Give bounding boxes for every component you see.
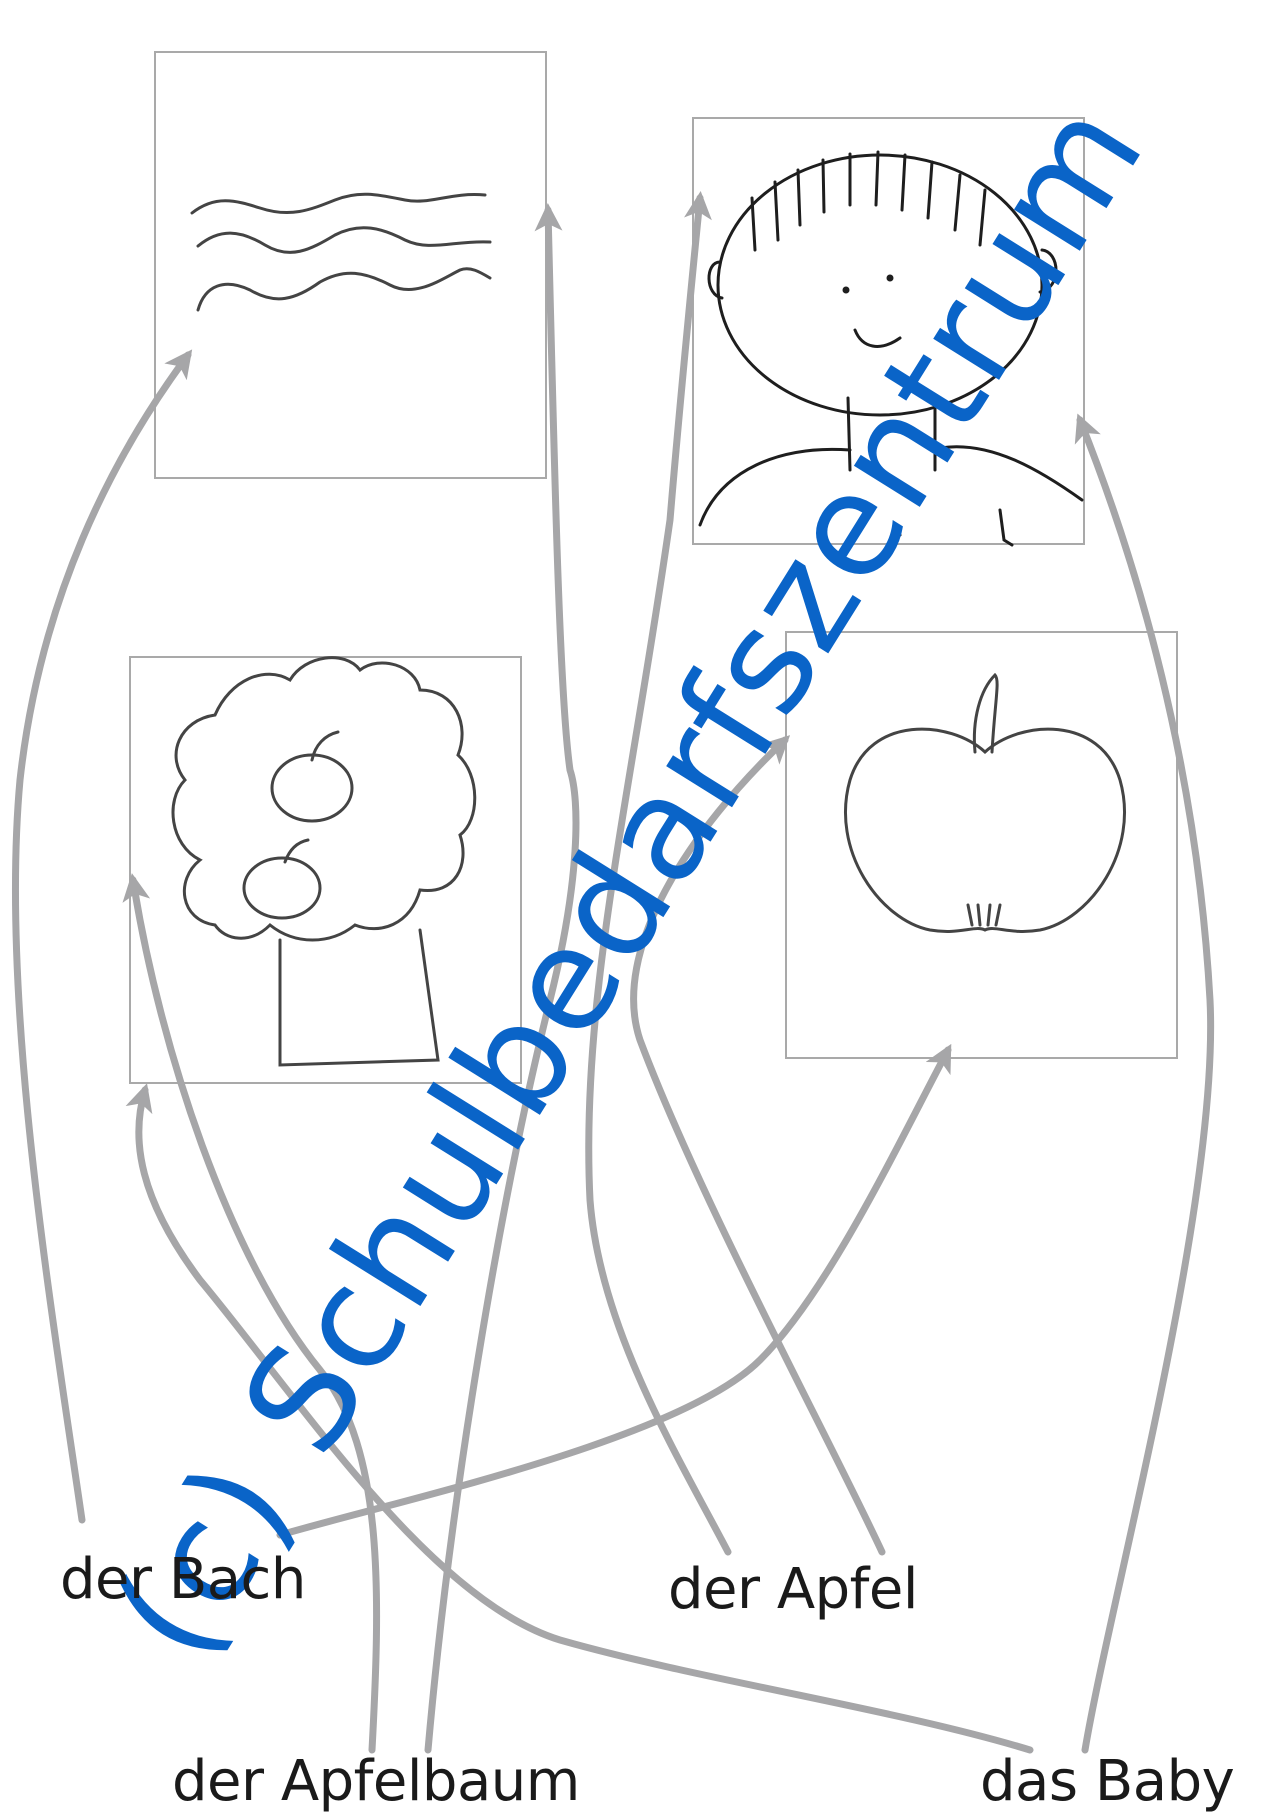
word-der-bach[interactable]: der Bach <box>60 1552 306 1608</box>
line-apfelbaum-to-tree <box>133 880 377 1750</box>
line-baby-to-child <box>1080 420 1211 1750</box>
word-das-baby[interactable]: das Baby <box>980 1754 1234 1810</box>
picture-card-apple <box>786 632 1177 1058</box>
word-der-apfelbaum[interactable]: der Apfelbaum <box>172 1754 580 1810</box>
child-face-icon <box>700 152 1082 545</box>
apple-tree-icon <box>173 658 475 1065</box>
line-apfelbaum-to-water <box>428 210 576 1750</box>
line-apfel-to-child <box>589 198 728 1552</box>
line-bach-to-water <box>15 355 188 1520</box>
line-apfel-to-apple <box>634 740 882 1552</box>
connection-lines <box>15 198 1210 1750</box>
picture-card-child <box>693 118 1084 545</box>
picture-card-tree <box>130 657 521 1083</box>
line-baby-to-tree <box>139 1090 1030 1750</box>
water-waves-icon <box>192 194 490 310</box>
word-der-apfel[interactable]: der Apfel <box>668 1562 918 1618</box>
apple-icon <box>845 675 1124 931</box>
line-bach-to-apple <box>280 1050 948 1535</box>
picture-card-water <box>155 52 546 478</box>
